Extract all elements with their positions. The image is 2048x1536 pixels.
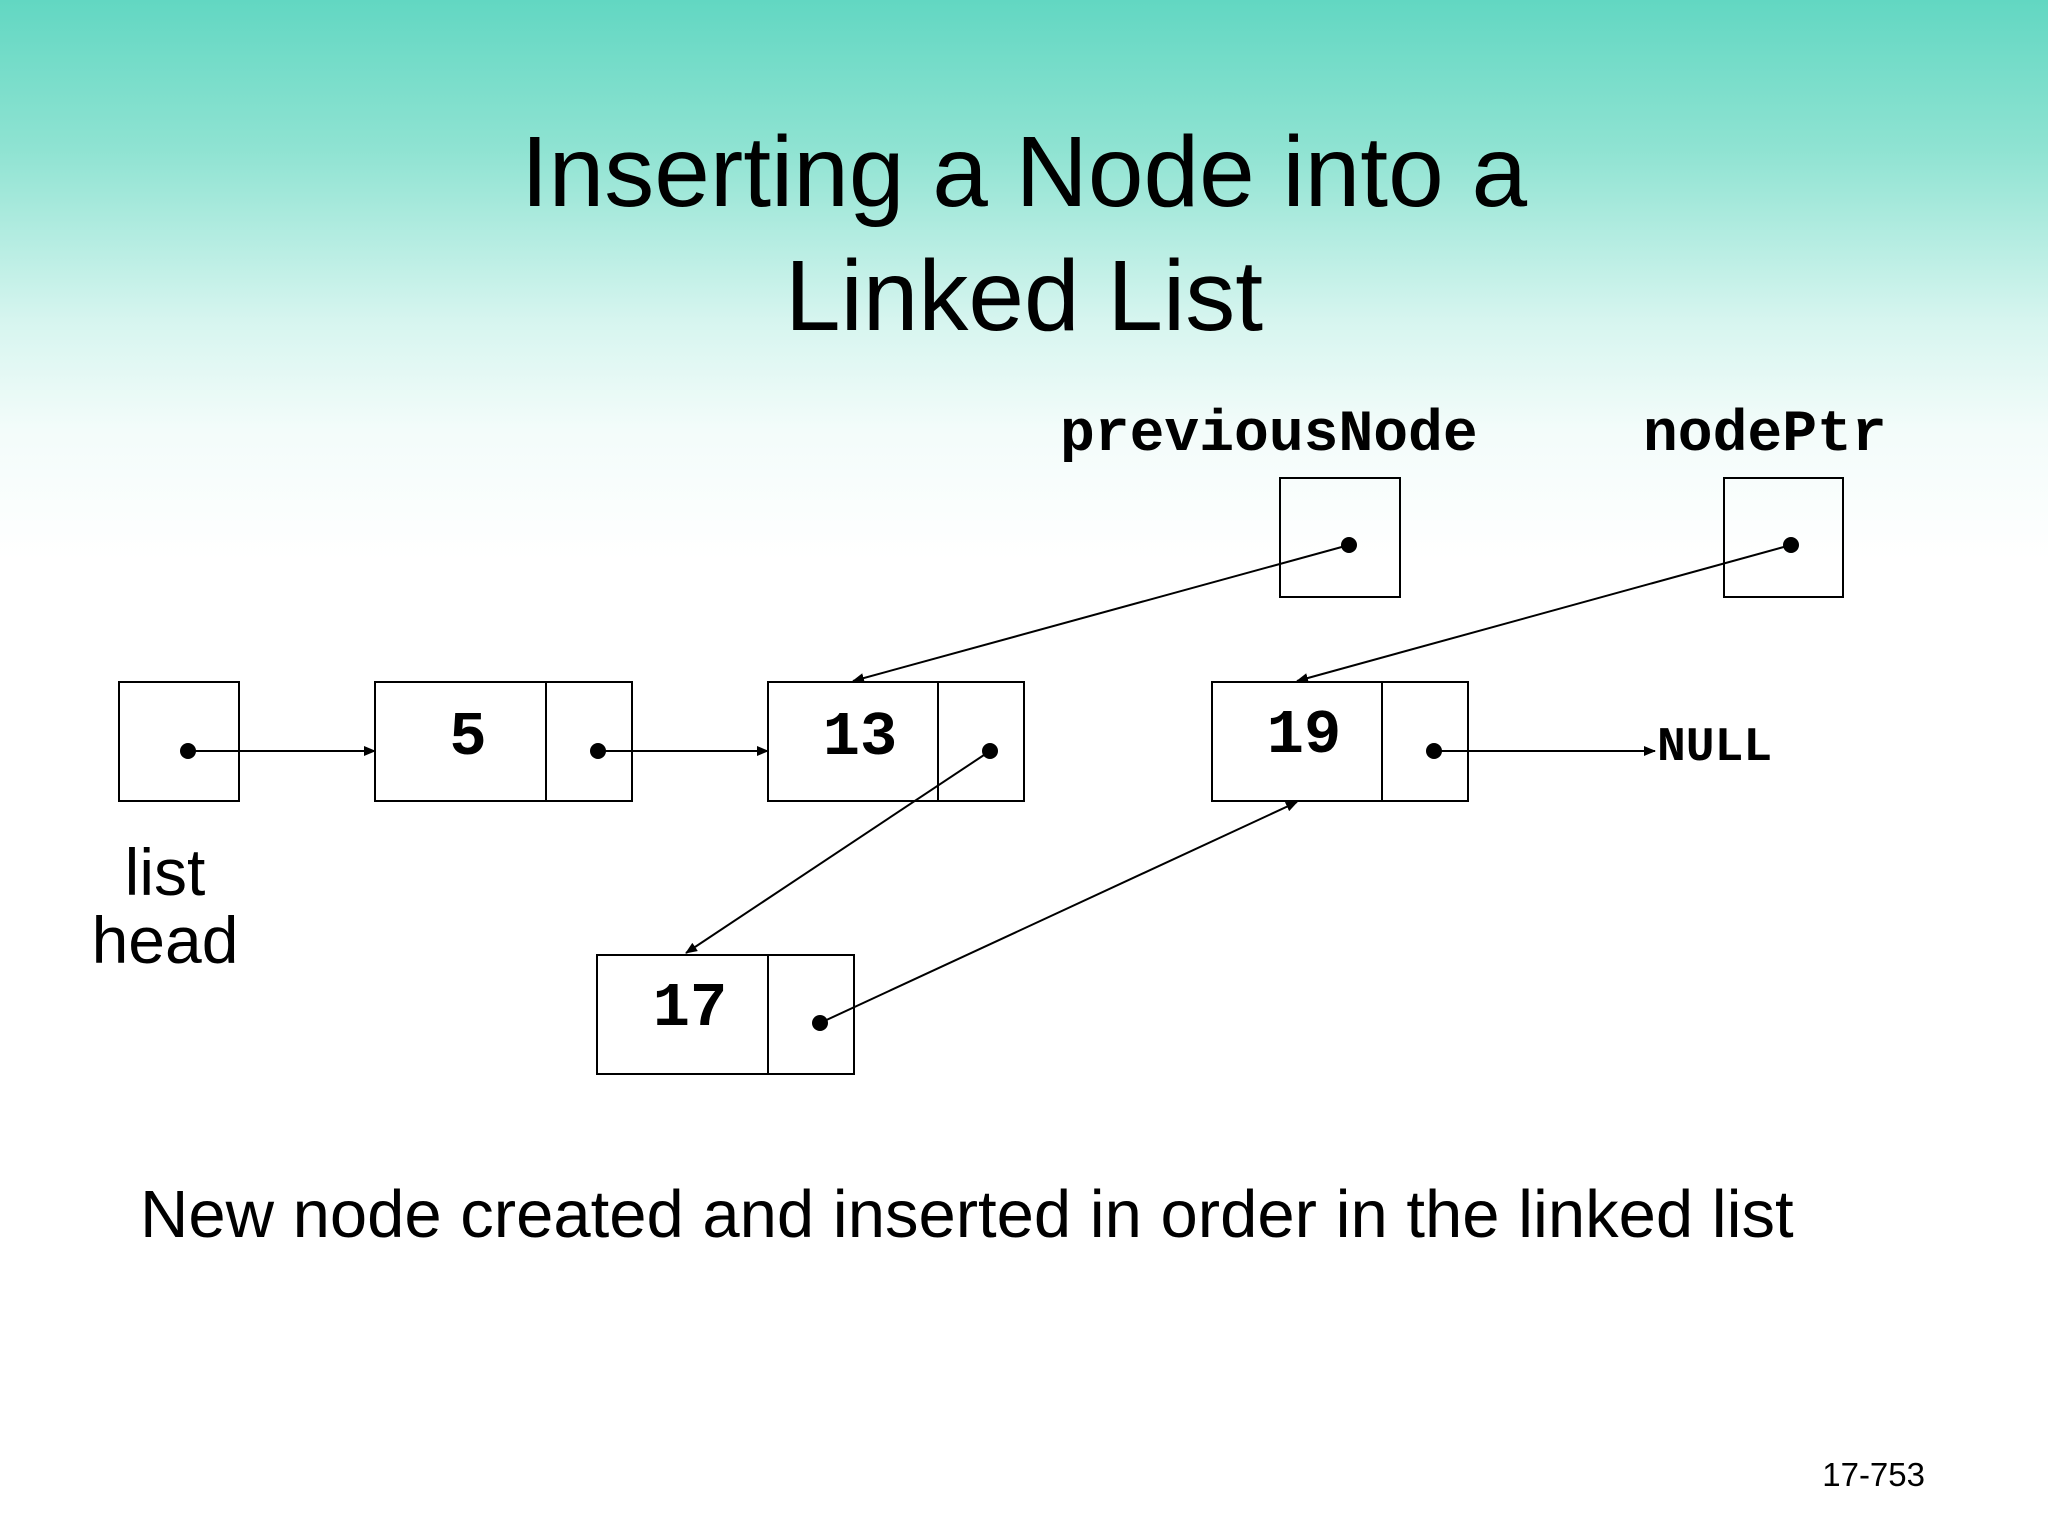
arrow-node-ptr-to-node-19 xyxy=(1296,544,1792,683)
null-label: NULL xyxy=(1657,721,1772,775)
node-5: 5 xyxy=(374,681,633,802)
title-line-2: Linked List xyxy=(784,240,1264,352)
node-5-value: 5 xyxy=(449,702,486,773)
arrow-node-13-to-node-17 xyxy=(685,750,991,954)
node-5-next-cell xyxy=(545,681,633,802)
node-ptr-label: nodePtr xyxy=(1643,403,1887,468)
title-line-1: Inserting a Node into a xyxy=(520,116,1528,228)
list-head-box xyxy=(118,681,240,802)
list-head-label-line-2: head xyxy=(92,903,239,977)
node-13: 13 xyxy=(767,681,1025,802)
arrow-previous-node-to-node-13 xyxy=(852,544,1350,683)
slide-caption: New node created and inserted in order i… xyxy=(140,1177,1794,1252)
node-19-next-cell xyxy=(1381,681,1469,802)
node-19-value: 19 xyxy=(1267,700,1341,771)
node-13-next-cell xyxy=(937,681,1025,802)
node-17-value: 17 xyxy=(653,973,727,1044)
node-13-value: 13 xyxy=(823,702,897,773)
node-19: 19 xyxy=(1211,681,1469,802)
node-17-next-cell xyxy=(767,954,855,1075)
list-head-label-line-1: list xyxy=(125,835,206,909)
slide-number: 17-753 xyxy=(1822,1456,1925,1493)
slide-title: Inserting a Node into a Linked List xyxy=(0,110,2048,358)
node-17: 17 xyxy=(596,954,855,1075)
previous-node-pointer-box xyxy=(1279,477,1401,598)
node-ptr-pointer-box xyxy=(1723,477,1844,598)
previous-node-label: previousNode xyxy=(1060,403,1478,468)
arrow-node-17-to-node-19 xyxy=(819,801,1298,1024)
